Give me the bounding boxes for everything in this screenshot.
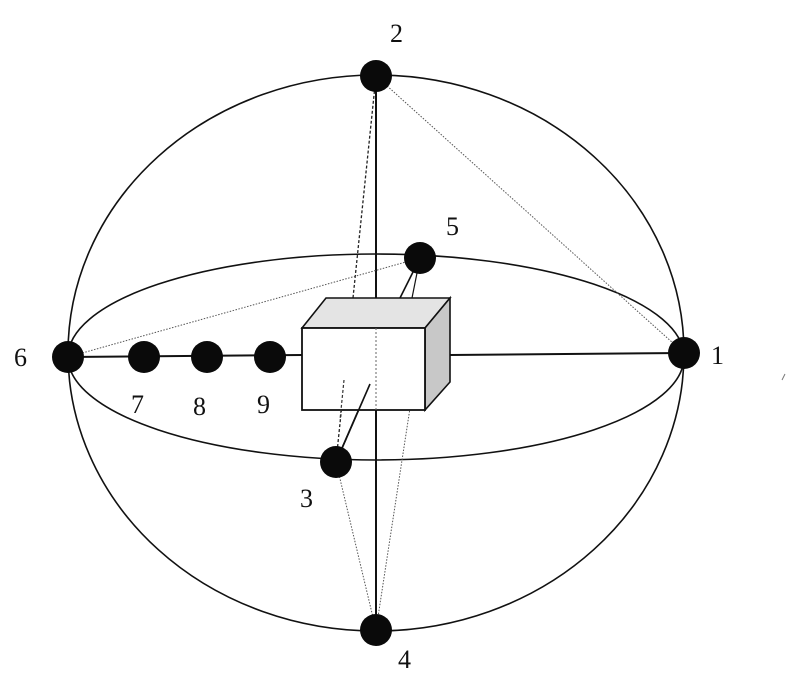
axis-box-1 (449, 352, 685, 356)
link-3-4 (335, 461, 377, 631)
node-3 (320, 446, 352, 478)
label-5: 5 (446, 212, 459, 241)
central-box (300, 295, 452, 413)
node-7 (128, 341, 160, 373)
box-front-face (301, 327, 426, 411)
node-8 (191, 341, 223, 373)
label-7: 7 (131, 390, 144, 419)
label-3: 3 (300, 484, 313, 513)
label-9: 9 (257, 390, 270, 419)
link-2-3-front (339, 379, 345, 421)
node-9 (254, 341, 286, 373)
node-5 (404, 242, 436, 274)
stray-mark (781, 373, 786, 381)
link-2-1 (375, 75, 685, 354)
label-1: 1 (711, 341, 724, 370)
label-8: 8 (193, 392, 206, 421)
node-1 (668, 337, 700, 369)
label-6: 6 (14, 343, 27, 372)
label-2: 2 (390, 19, 403, 48)
link-box-4 (375, 407, 411, 631)
label-4: 4 (398, 645, 411, 674)
link-6-5 (67, 257, 421, 358)
node-4 (360, 614, 392, 646)
node-2 (360, 60, 392, 92)
node-6 (52, 341, 84, 373)
